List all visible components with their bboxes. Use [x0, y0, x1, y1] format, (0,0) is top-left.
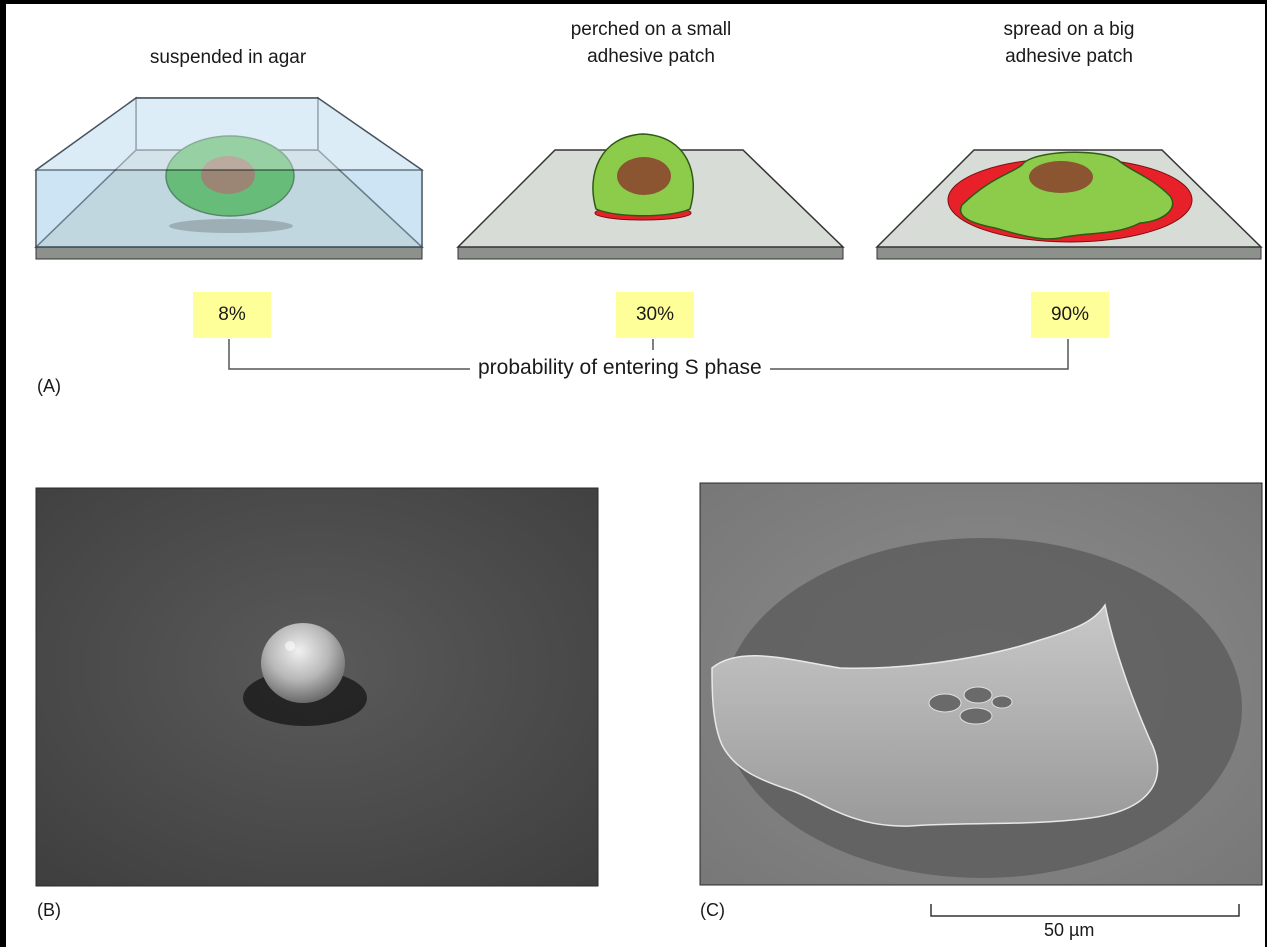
caption-small-patch: perched on a small adhesive patch	[526, 16, 776, 70]
substrate-slab-3	[876, 246, 1262, 260]
small-patch-substrate	[456, 133, 845, 260]
panel-label-c: (C)	[700, 900, 725, 920]
micrograph-c-bump-4	[991, 695, 1013, 709]
micrograph-c-bump-2	[963, 686, 993, 704]
frame-right-border	[1265, 0, 1267, 947]
probability-box-small-patch: 30%	[616, 292, 694, 338]
panel-label-a: (A)	[37, 376, 61, 396]
panel-label-b: (B)	[37, 900, 61, 920]
agar-block	[33, 96, 425, 260]
caption-line: adhesive patch	[587, 46, 715, 67]
panel-b-micrograph	[35, 487, 599, 887]
frame-left-border	[0, 0, 6, 947]
spread-cell-nucleus	[1029, 161, 1093, 193]
spread-cell	[959, 151, 1174, 240]
micrograph-c-spread-cell	[711, 603, 1159, 827]
micrograph-c-bump-3	[959, 707, 993, 725]
micrograph-b-rounded-cell	[261, 623, 345, 703]
perched-cell-nucleus	[617, 157, 671, 195]
caption-suspended: suspended in agar	[104, 44, 352, 71]
micrograph-c-bump-1	[928, 693, 962, 713]
scale-bar-label: 50 µm	[1044, 920, 1095, 940]
big-patch-substrate	[875, 149, 1263, 260]
caption-line: adhesive patch	[1005, 46, 1133, 67]
probability-label: probability of entering S phase	[470, 356, 770, 380]
caption-big-patch: spread on a big adhesive patch	[954, 16, 1184, 70]
scale-bar	[930, 904, 1240, 917]
agar-front-face	[35, 169, 423, 248]
frame-top-border	[0, 0, 1267, 4]
caption-line: suspended in agar	[149, 47, 307, 68]
probability-box-big-patch: 90%	[1031, 292, 1109, 338]
cell-shadow	[169, 219, 293, 233]
agar-base-slab	[35, 246, 423, 260]
substrate-slab-2	[457, 246, 844, 260]
probability-box-agar: 8%	[193, 292, 271, 338]
panel-c-micrograph	[699, 482, 1263, 886]
caption-line: perched on a small	[570, 19, 732, 40]
caption-line: spread on a big	[1003, 19, 1135, 40]
agar-top-face	[33, 97, 425, 171]
micrograph-b-highlight	[285, 641, 295, 651]
scale-bar-line	[930, 904, 1240, 917]
